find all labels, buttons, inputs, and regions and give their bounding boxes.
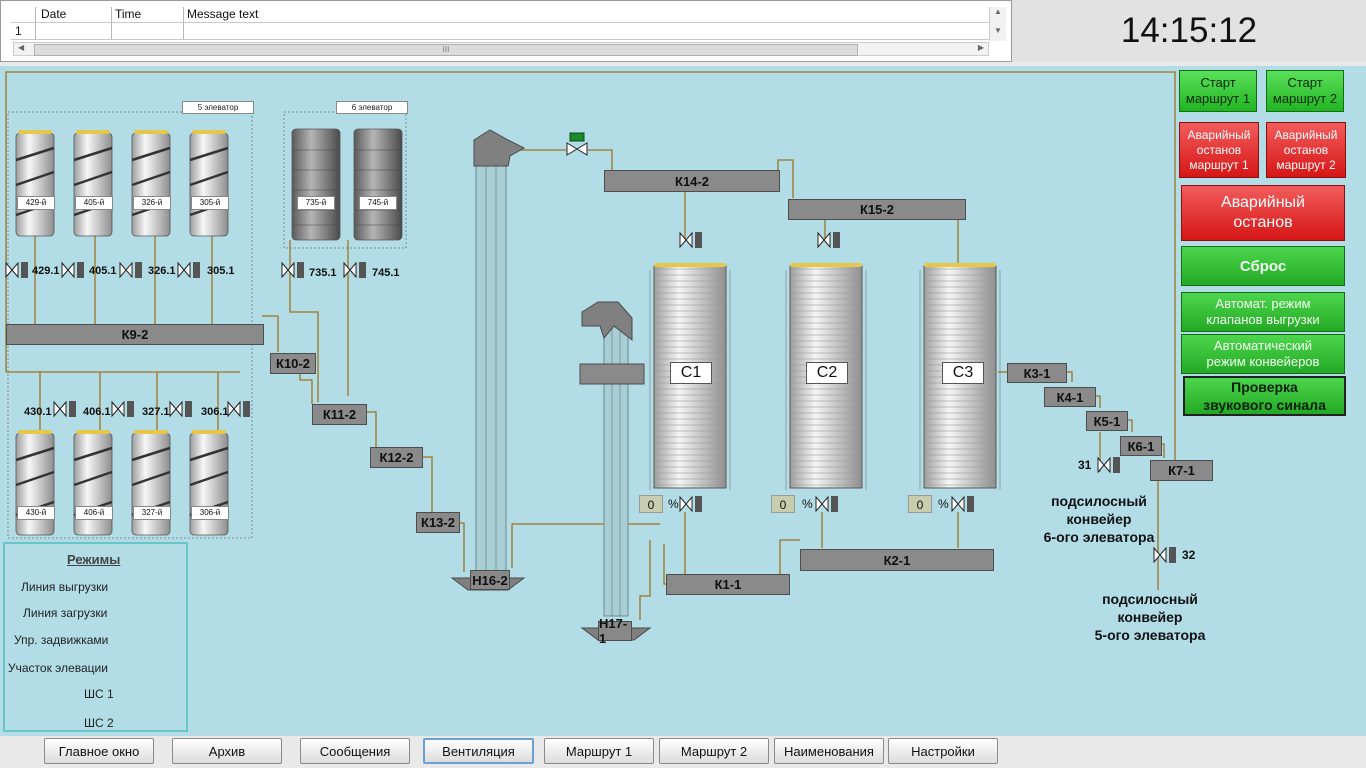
tank-label-429: 429-й: [17, 196, 55, 210]
destination-conveyor-elevator-6: подсилосный конвейер 6-ого элеватора: [1043, 493, 1155, 545]
clock: 14:15:12: [1012, 0, 1366, 62]
tank-label-306: 306-й: [191, 506, 229, 520]
group-label-elevator-6: 6 элеватор: [336, 101, 408, 114]
auto-conveyor-mode-button[interactable]: Автоматический режим конвейеров: [1181, 334, 1345, 374]
emergency-stop-route-2-button[interactable]: Аварийный останов маршрут 2: [1266, 122, 1346, 178]
scroll-thumb[interactable]: III: [34, 44, 858, 56]
tab-names[interactable]: Наименования: [774, 738, 884, 764]
group-label-elevator-5: 5 элеватор: [182, 101, 254, 114]
valve-label-32: 32: [1182, 548, 1196, 562]
valve-label-31: 31: [1078, 458, 1092, 472]
column-header-message[interactable]: Message text: [187, 7, 259, 21]
tab-ventilation[interactable]: Вентиляция: [423, 738, 534, 764]
mode-load-line[interactable]: Линия загрузки: [23, 606, 108, 620]
column-header-date[interactable]: Date: [41, 7, 67, 21]
auto-valve-mode-button[interactable]: Автомат. режим клапанов выгрузки: [1181, 292, 1345, 332]
start-route-1-button[interactable]: Старт маршрут 1: [1179, 70, 1257, 112]
emergency-stop-route-1-button[interactable]: Аварийный останов маршрут 1: [1179, 122, 1259, 178]
valve-label-745-1: 745.1: [372, 267, 400, 279]
conveyor-k13-2[interactable]: К13-2: [416, 512, 460, 533]
start-route-2-button[interactable]: Старт маршрут 2: [1266, 70, 1344, 112]
destination-conveyor-elevator-5: подсилосный конвейер 5-ого элеватора: [1094, 591, 1206, 643]
valve-label-406-1: 406.1: [83, 406, 111, 418]
tab-settings[interactable]: Настройки: [888, 738, 998, 764]
valve-label-429-1: 429.1: [32, 265, 60, 277]
column-divider: [111, 7, 112, 39]
process-mimic-panel: 5 элеватор 6 элеватор 429-й 405-й 326-й …: [0, 66, 1366, 736]
silo-label-c3: С3: [942, 362, 984, 384]
conveyor-k12-2[interactable]: К12-2: [370, 447, 423, 468]
column-divider: [183, 7, 184, 39]
emergency-stop-button[interactable]: Аварийный останов: [1181, 185, 1345, 241]
elevator-n16-2[interactable]: Н16-2: [470, 570, 510, 590]
scroll-right-icon[interactable]: ▶: [977, 43, 984, 52]
tank-label-326: 326-й: [133, 196, 171, 210]
modes-panel: Режимы Линия выгрузки Линия загрузки Упр…: [3, 542, 188, 732]
sound-check-button[interactable]: Проверка звукового синала: [1183, 376, 1346, 416]
header-divider: [11, 22, 989, 23]
valve-label-326-1: 326.1: [148, 265, 176, 277]
valve-label-405-1: 405.1: [89, 265, 117, 277]
valve-label-327-1: 327.1: [142, 406, 170, 418]
row-number: 1: [15, 24, 22, 38]
silo-c2-level-unit: %: [802, 497, 813, 511]
valve-label-306-1: 306.1: [201, 406, 229, 418]
scroll-down-icon[interactable]: ▼: [994, 26, 1002, 35]
conveyor-k15-2[interactable]: К15-2: [788, 199, 966, 220]
conveyor-k14-2[interactable]: К14-2: [604, 170, 780, 192]
tab-archive[interactable]: Архив: [172, 738, 282, 764]
conveyor-k5-1[interactable]: К5-1: [1086, 411, 1128, 431]
conveyor-k4-1[interactable]: К4-1: [1044, 387, 1096, 407]
silo-c1-level-unit: %: [668, 497, 679, 511]
tank-label-405: 405-й: [75, 196, 113, 210]
mode-shs-1[interactable]: ШС 1: [84, 687, 114, 701]
conveyor-k10-2[interactable]: К10-2: [270, 353, 316, 374]
scroll-left-icon[interactable]: ◀: [18, 43, 25, 52]
mimic-graphics: [5, 71, 1176, 641]
modes-title: Режимы: [67, 552, 121, 567]
silo-c3-level-value: 0: [908, 495, 932, 513]
silo-label-c2: С2: [806, 362, 848, 384]
tab-main-window[interactable]: Главное окно: [44, 738, 154, 764]
tab-route-2[interactable]: Маршрут 2: [659, 738, 769, 764]
tank-label-745: 745-й: [359, 196, 397, 210]
column-divider: [35, 7, 36, 39]
conveyor-k9-2[interactable]: К9-2: [6, 324, 264, 345]
silo-c2-level-value: 0: [771, 495, 795, 513]
horizontal-scrollbar[interactable]: ◀ III ▶: [13, 42, 989, 56]
elevator-n17-1[interactable]: Н17-1: [598, 616, 632, 646]
tank-label-735: 735-й: [297, 196, 335, 210]
silo-label-c1: С1: [670, 362, 712, 384]
mode-unload-line[interactable]: Линия выгрузки: [21, 580, 109, 594]
conveyor-k2-1[interactable]: К2-1: [800, 549, 994, 571]
row-divider: [11, 39, 989, 40]
conveyor-k11-2[interactable]: К11-2: [312, 404, 367, 425]
mode-gate-control[interactable]: Упр. задвижками: [14, 633, 109, 647]
conveyor-k6-1[interactable]: К6-1: [1120, 436, 1162, 456]
valve-label-735-1: 735.1: [309, 267, 337, 279]
tank-label-305: 305-й: [191, 196, 229, 210]
mode-shs-2[interactable]: ШС 2: [84, 716, 114, 730]
tab-messages[interactable]: Сообщения: [300, 738, 410, 764]
vertical-scrollbar[interactable]: ▲ ▼: [989, 7, 1006, 41]
reset-button[interactable]: Сброс: [1181, 246, 1345, 286]
column-header-time[interactable]: Time: [115, 7, 142, 21]
silo-c1-level-value: 0: [639, 495, 663, 513]
conveyor-k7-1[interactable]: К7-1: [1150, 460, 1213, 481]
conveyor-k3-1[interactable]: К3-1: [1007, 363, 1067, 383]
tank-label-430: 430-й: [17, 506, 55, 520]
scroll-up-icon[interactable]: ▲: [994, 7, 1002, 16]
valve-label-305-1: 305.1: [207, 265, 235, 277]
tank-label-406: 406-й: [75, 506, 113, 520]
tab-route-1[interactable]: Маршрут 1: [544, 738, 654, 764]
message-log-table[interactable]: Date Time Message text 1 ▲ ▼ ◀ III ▶: [0, 0, 1012, 62]
tank-label-327: 327-й: [133, 506, 171, 520]
mode-elevation-section[interactable]: Участок элевации: [8, 661, 108, 675]
valve-label-430-1: 430.1: [24, 406, 52, 418]
silo-c3-level-unit: %: [938, 497, 949, 511]
conveyor-k1-1[interactable]: К1-1: [666, 574, 790, 595]
